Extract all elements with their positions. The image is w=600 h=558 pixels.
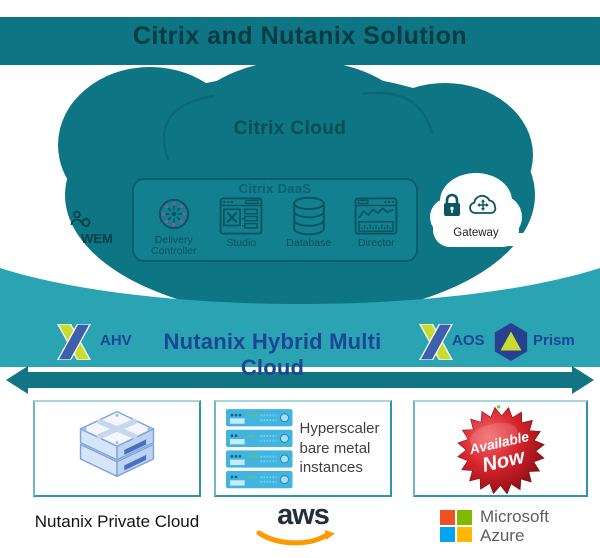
wem-item: WEM xyxy=(70,210,124,246)
daas-component-studio: Studio xyxy=(208,195,276,258)
cloud-sketch-left xyxy=(162,94,215,161)
daas-components-row: Delivery Controller xyxy=(140,195,410,258)
available-now-badge: Available Now xyxy=(456,404,545,494)
cloud-sketch-right xyxy=(361,91,434,135)
available-now-card: Available Now xyxy=(413,400,588,497)
citrix-daas-title: Citrix DaaS xyxy=(238,181,312,196)
nutanix-private-cloud-card xyxy=(33,400,201,497)
aos-label: AOS xyxy=(452,332,485,349)
hyperscaler-text: Hyperscaler bare metal instances xyxy=(299,420,380,477)
nutanix-private-cloud-label: Nutanix Private Cloud xyxy=(34,512,200,531)
gateway-cloud-shape xyxy=(430,173,522,247)
aws-wordmark: aws xyxy=(277,499,330,531)
delivery-controller-icon xyxy=(158,195,190,234)
nutanix-x-logo xyxy=(414,324,458,360)
prism-logo xyxy=(492,322,530,362)
component-label: Studio xyxy=(226,237,257,249)
nutanix-node-icon xyxy=(79,410,155,477)
gateway: Gateway xyxy=(424,163,528,265)
server-rack-icon xyxy=(226,408,293,488)
microsoft-squares-icon xyxy=(440,510,472,543)
wem-label: WEM xyxy=(81,231,113,246)
citrix-cloud-label: Citrix Cloud xyxy=(233,118,347,139)
daas-component-database: Database xyxy=(275,195,343,258)
nutanix-x-logo xyxy=(52,324,96,360)
daas-component-director: Director xyxy=(343,195,411,258)
lock-icon xyxy=(444,193,460,216)
microsoft-label: Microsoft xyxy=(480,507,549,526)
database-icon xyxy=(291,195,327,237)
citrix-daas-box: Citrix DaaS xyxy=(132,178,418,262)
ahv-label: AHV xyxy=(100,332,132,349)
aws-logo: aws xyxy=(255,501,351,548)
cloud-cross-icon xyxy=(469,194,497,214)
microsoft-azure-logo: Microsoft Azure xyxy=(440,507,549,545)
component-label: Director xyxy=(357,237,395,249)
component-label: Database xyxy=(286,237,332,249)
band-title: Nutanix Hybrid Multi Cloud xyxy=(163,329,382,380)
page-title: Citrix and Nutanix Solution xyxy=(132,22,468,50)
aws-smile-icon xyxy=(256,530,335,546)
studio-icon xyxy=(219,195,263,237)
director-icon xyxy=(354,195,398,237)
bidirectional-arrow xyxy=(6,366,594,394)
hyperscaler-card: Hyperscaler bare metal instances xyxy=(214,400,392,497)
azure-label: Azure xyxy=(480,526,525,546)
wem-icon xyxy=(70,210,124,230)
component-label: Delivery Controller xyxy=(150,233,197,258)
prism-label: Prism xyxy=(533,332,575,349)
daas-component-delivery-controller: Delivery Controller xyxy=(140,195,208,258)
gateway-label: Gateway xyxy=(453,227,499,239)
